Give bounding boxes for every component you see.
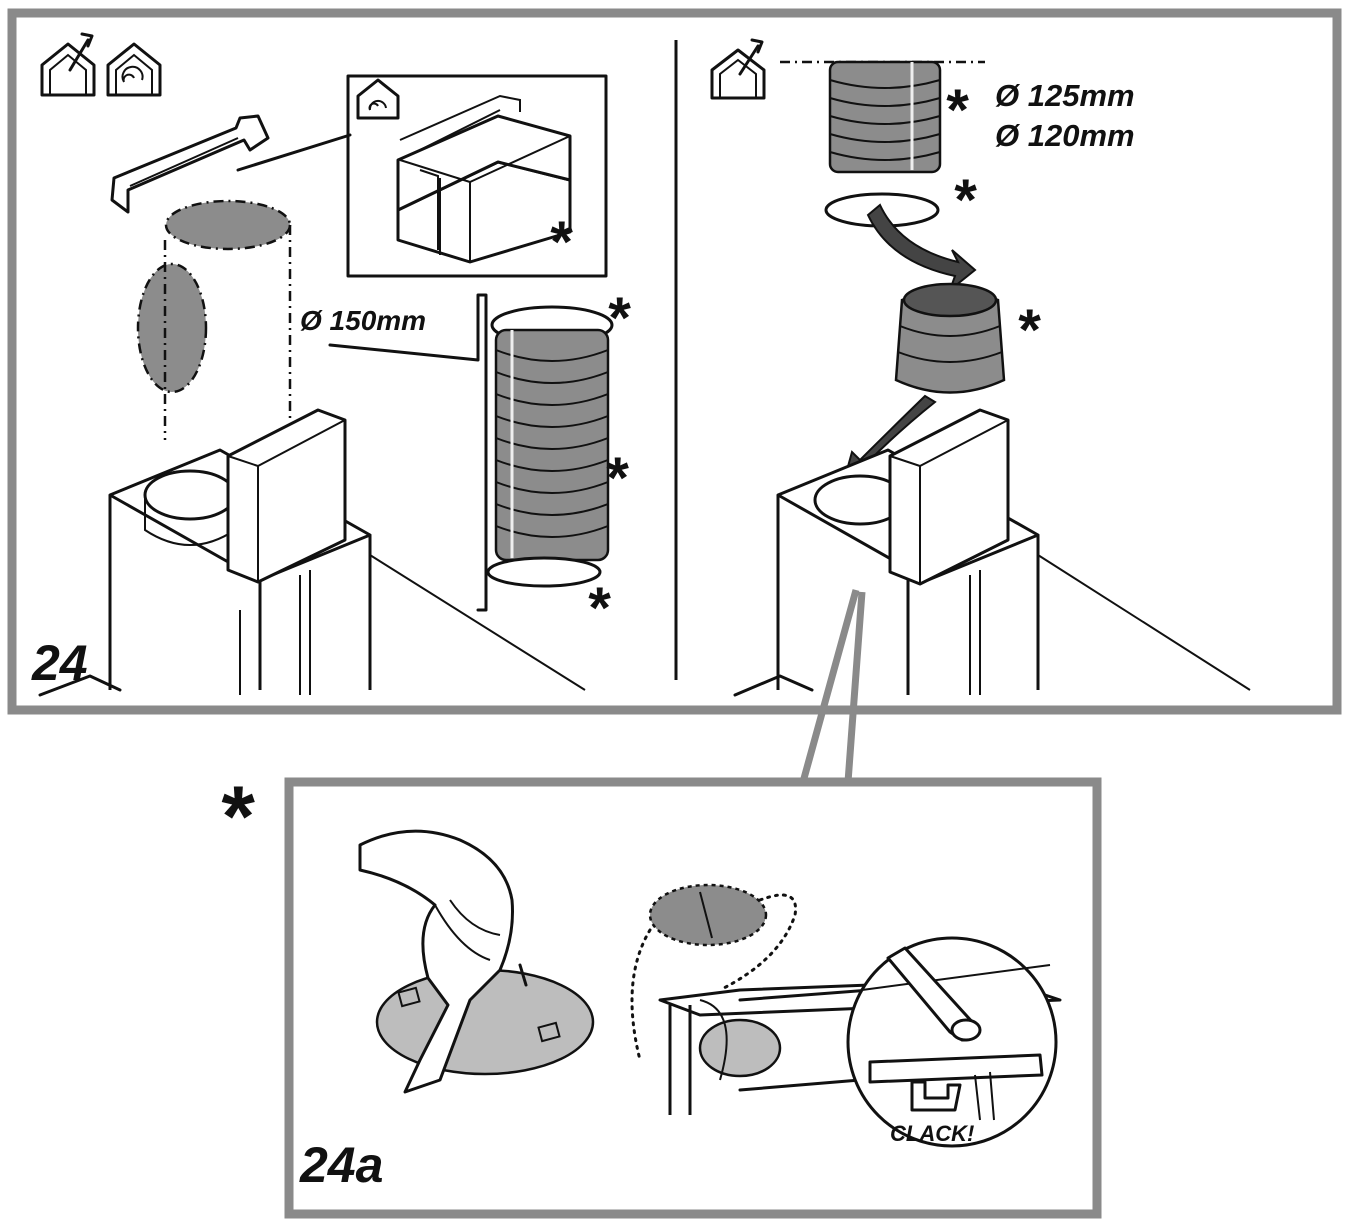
optional-mark: *: [586, 576, 611, 641]
optional-mark: *: [1016, 298, 1041, 363]
optional-mark: *: [606, 286, 631, 351]
optional-mark: *: [604, 446, 629, 511]
duct-diameter-150-label: Ø 150mm: [300, 305, 426, 336]
duct-diameter-120-label: Ø 120mm: [995, 118, 1135, 153]
house-exhaust-icon: [40, 32, 96, 97]
mounting-bracket: [110, 114, 270, 214]
step-number-24: 24: [31, 635, 88, 691]
disc-top: [164, 199, 292, 251]
main-panel-frame: [7, 8, 1342, 715]
house-recirculation-icon: [356, 78, 400, 120]
recirculation-box: [396, 94, 572, 264]
flexible-duct-125: [828, 60, 942, 174]
optional-mark: *: [548, 210, 573, 275]
flexible-duct-150: [486, 305, 614, 588]
hood-chimney-right: [733, 408, 1251, 697]
arrow-down: [866, 203, 977, 293]
duct-diameter-125-label: Ø 125mm: [995, 78, 1135, 113]
recirculation-kit-callout: [346, 74, 608, 278]
optional-mark-large: *: [218, 769, 255, 865]
optional-mark: *: [952, 168, 977, 233]
house-exhaust-icon: [710, 38, 766, 100]
clack-magnifier: [846, 936, 1058, 1148]
callout-line: [236, 133, 352, 172]
dashed-guides: [163, 225, 292, 440]
clack-label: CLACK!: [890, 1121, 974, 1146]
disc-side: [136, 262, 208, 394]
hand-removing-disc: [358, 829, 595, 1094]
hood-chimney-left: [38, 408, 586, 697]
step-number-24a: 24a: [299, 1137, 383, 1193]
detail-panel-frame: [284, 777, 1102, 1219]
optional-mark: *: [944, 78, 969, 143]
house-recirculation-icon: [106, 42, 162, 97]
reducer-adapter: [894, 282, 1006, 394]
duct-callout-bracket: [328, 293, 488, 612]
detail-connector: [799, 589, 866, 783]
